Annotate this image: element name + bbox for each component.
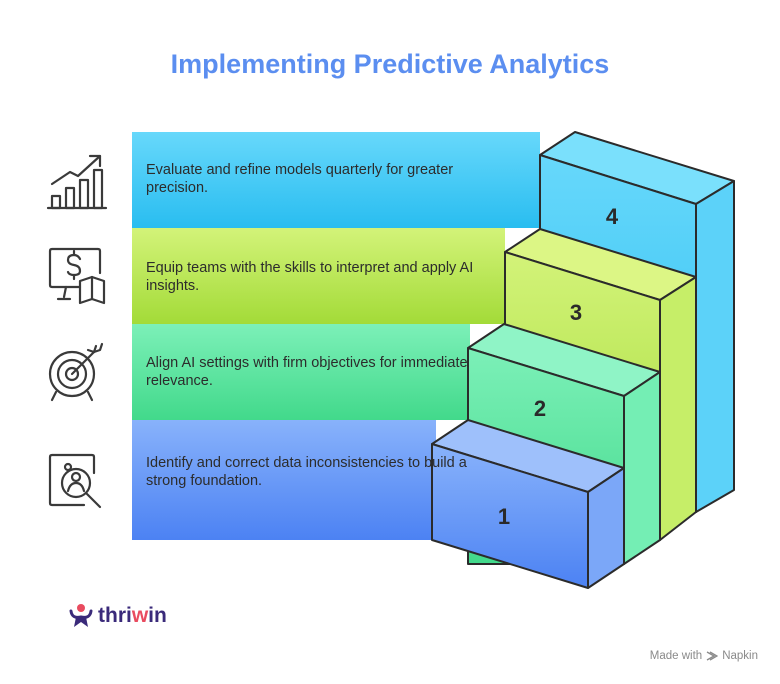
band-step-2 [132,324,470,420]
growth-chart-icon [46,154,108,210]
brand-name: thriwin [98,604,167,628]
step-3-side [659,276,697,541]
step-4-number: 4 [606,204,619,229]
training-icon [48,247,106,305]
page-title: Implementing Predictive Analytics [170,49,610,79]
band-step-3 [132,228,505,324]
napkin-icon [706,651,719,661]
step-1-front [431,443,589,589]
brand-name-accent: w [131,604,149,627]
step-4-text: Evaluate and refine models quarterly for… [146,162,454,196]
step-2-side [623,371,661,565]
brand-name-suffix: in [148,604,167,627]
band-step-1 [132,420,436,540]
step-3-number: 3 [570,300,582,325]
brand-name-prefix: thri [98,604,132,627]
step-3-text: Equip teams with the skills to interpret… [146,260,474,294]
band-step-4 [132,132,540,228]
napkin-label: Napkin [722,650,758,662]
data-audit-icon [48,453,102,509]
step-2-number: 2 [534,396,546,421]
made-with-badge: Made with Napkin [650,650,758,662]
step-4-side [695,180,735,513]
step-1-number: 1 [498,504,510,529]
step-2-text: Align AI settings with firm objectives f… [146,355,468,389]
brand-logo: thriwin [68,603,167,629]
step-1-text: Identify and correct data inconsistencie… [146,455,467,489]
target-icon [48,342,104,402]
brand-mascot-icon [69,604,93,627]
made-with-label: Made with [649,650,703,662]
